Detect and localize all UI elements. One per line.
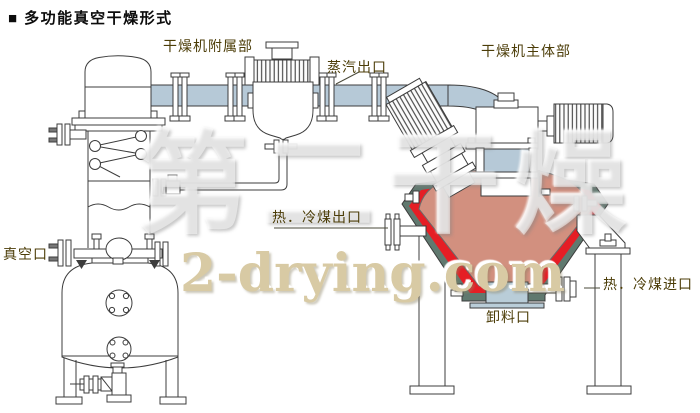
- label-main-section: 干燥机主体部: [481, 43, 571, 59]
- receiver-tank: [48, 233, 187, 405]
- vibration-motor: [385, 77, 477, 199]
- main-motor: [537, 103, 614, 144]
- filter-drain-pipe: [180, 153, 288, 191]
- drain-valve: [70, 362, 132, 403]
- discharge-chute: [485, 281, 529, 306]
- label-medium-outlet: 热．冷煤出口: [272, 209, 362, 225]
- label-vacuum-port: 真空口: [3, 246, 48, 262]
- label-discharge-port: 卸料口: [486, 309, 531, 325]
- manhole-lower: [106, 336, 132, 362]
- drive-assembly: [465, 92, 614, 197]
- spring-coil: [88, 130, 150, 182]
- support-bracket: [576, 214, 631, 255]
- vessel-top-stub-right: [573, 195, 598, 212]
- filter-drain-valve: [264, 139, 298, 154]
- shell-break-line: [87, 203, 151, 211]
- manhole-upper: [105, 289, 133, 317]
- discharge-plate: [469, 302, 545, 309]
- dryer-vessel: [384, 167, 631, 309]
- pipe-flanges: [169, 72, 390, 122]
- label-steam-outlet: 蒸汽出口: [327, 59, 387, 75]
- jacket-bottom-fitting: [450, 283, 464, 297]
- condenser-column: [48, 55, 166, 248]
- label-auxiliary-section: 干燥机附属部: [163, 38, 253, 54]
- column-side-flange: [48, 123, 87, 146]
- page-title: ■ 多功能真空干燥形式: [8, 7, 173, 28]
- return-valve: [152, 174, 181, 197]
- vessel-top-stub-left: [404, 190, 420, 204]
- title-text: 多功能真空干燥形式: [24, 10, 173, 27]
- label-medium-inlet: 热．冷煤进口: [603, 276, 693, 292]
- filter-body: [252, 81, 314, 140]
- tank-top-fitting: [105, 237, 133, 261]
- medium-outlet-port: [384, 213, 427, 251]
- leader-lines: [274, 71, 600, 289]
- tank-legs: [55, 357, 187, 405]
- title-marker: ■: [8, 10, 18, 27]
- vacuum-flange: [48, 239, 72, 267]
- bag-filter: [152, 41, 320, 197]
